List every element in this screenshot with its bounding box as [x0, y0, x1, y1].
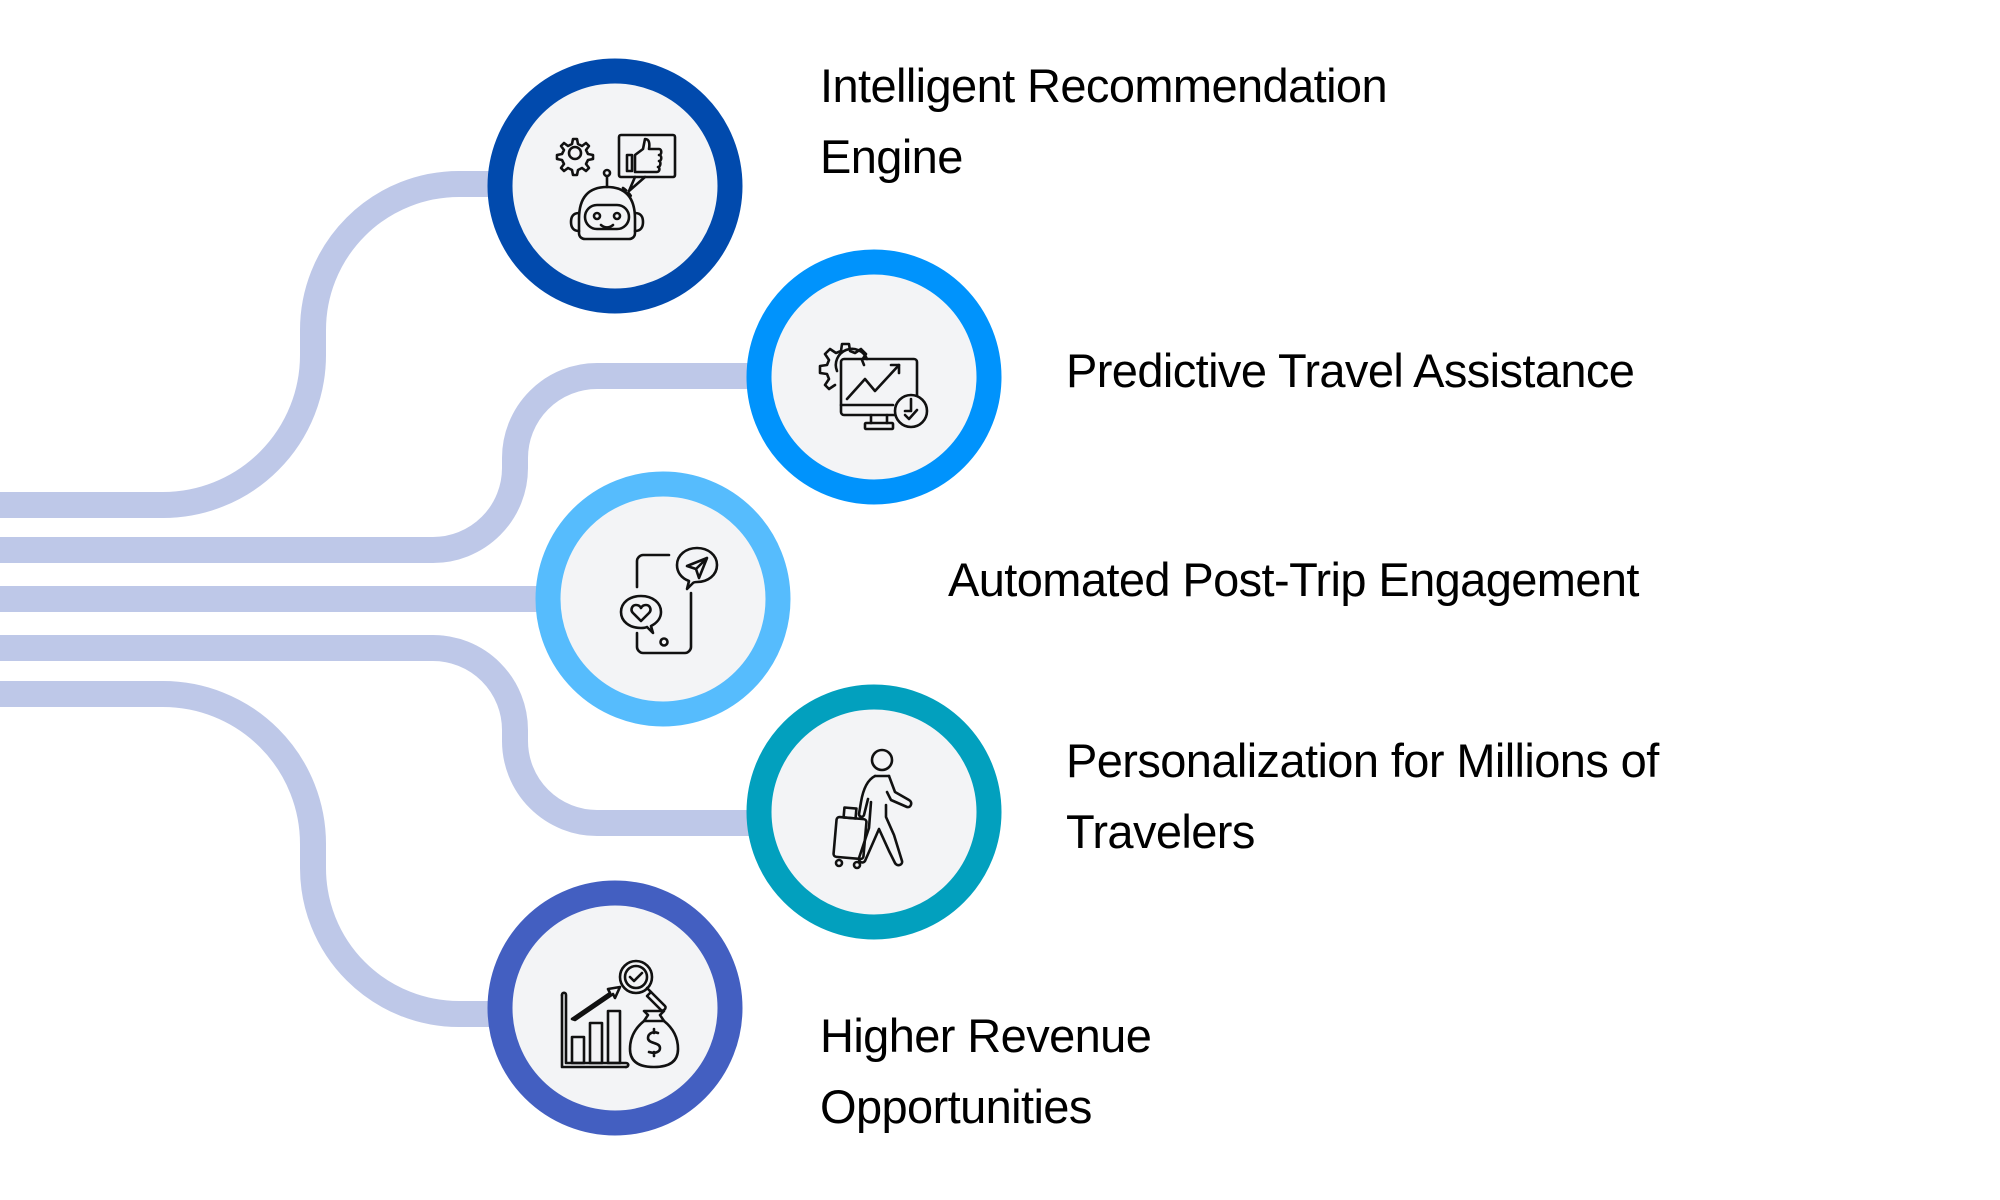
label-automated-post-trip-engagement: Automated Post-Trip Engagement [948, 544, 1639, 615]
connector-line-2 [0, 363, 760, 563]
connector-line-5 [0, 681, 500, 1027]
robot-thumbs-up-gear-icon [555, 133, 677, 241]
connector-lines [0, 171, 760, 1027]
label-personalization-for-millions: Personalization for Millions of Traveler… [1066, 725, 1659, 867]
node-ring-3 [535, 471, 791, 727]
node-higher-revenue-opportunities [487, 880, 743, 1136]
node-ring-4 [746, 684, 1002, 940]
node-ring-1 [487, 58, 743, 314]
label-intelligent-recommendation-engine: Intelligent Recommendation Engine [820, 50, 1388, 192]
label-line: Engine [820, 130, 963, 183]
label-line: Travelers [1066, 805, 1255, 858]
monitor-chart-gear-clock-icon [818, 342, 929, 431]
connector-line-4 [0, 635, 760, 836]
node-ring-2 [746, 249, 1002, 505]
label-line: Intelligent Recommendation [820, 59, 1388, 112]
label-line: Opportunities [820, 1080, 1092, 1133]
connector-line-1 [0, 171, 500, 518]
node-intelligent-recommendation-engine [487, 58, 743, 314]
node-predictive-travel-assistance [746, 249, 1002, 505]
phone-chat-heart-send-icon [619, 546, 719, 655]
growth-chart-magnifier-money-bag-icon [560, 959, 680, 1069]
label-line: Automated Post-Trip Engagement [948, 553, 1639, 606]
node-automated-post-trip-engagement [535, 471, 791, 727]
node-personalization-for-millions [746, 684, 1002, 940]
traveler-with-luggage-icon [832, 748, 913, 870]
label-predictive-travel-assistance: Predictive Travel Assistance [1066, 335, 1635, 406]
label-line: Personalization for Millions of [1066, 734, 1659, 787]
node-ring-5 [487, 880, 743, 1136]
label-line: Predictive Travel Assistance [1066, 344, 1635, 397]
label-line: Higher Revenue [820, 1009, 1152, 1062]
label-higher-revenue-opportunities: Higher Revenue Opportunities [820, 1000, 1152, 1142]
